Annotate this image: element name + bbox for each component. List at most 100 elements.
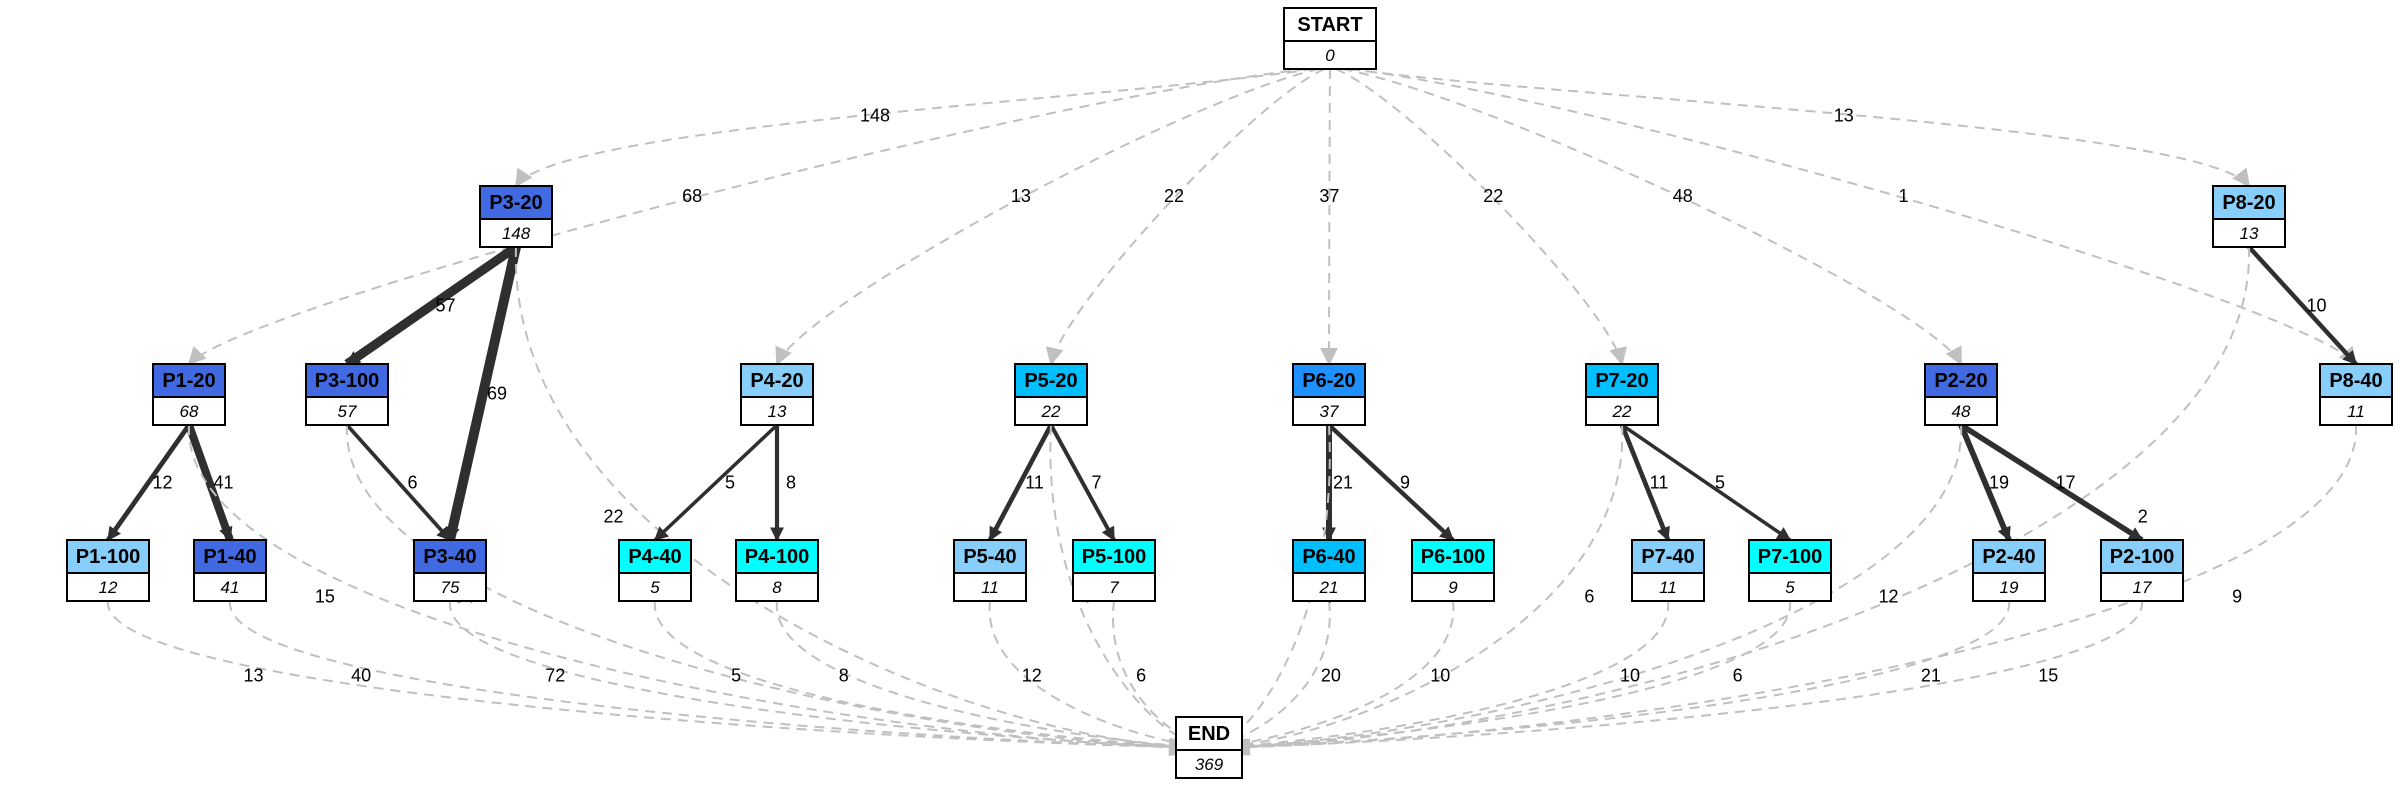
edge-label-p3-100-to-p3-40: 6 (407, 473, 417, 493)
edge-label-p8-20-to-end: 2 (2138, 506, 2148, 526)
node-body-p4-40 (618, 572, 692, 602)
node-name-p4-100: P4-100 (745, 546, 810, 568)
edge-label-p4-100-to-end: 8 (839, 666, 849, 686)
node-count-p7-40: 11 (1659, 578, 1677, 597)
edge-label-start-to-p6-20: 37 (1319, 186, 1339, 206)
node-body-p7-40 (1631, 572, 1705, 602)
edge-p6-20-to-p6-100 (1327, 423, 1455, 542)
edge-label-start-to-p4-20: 13 (1011, 186, 1031, 206)
edge-p2-20-to-end (1224, 424, 1963, 756)
node-body-p5-100 (1072, 572, 1156, 602)
node-body-p7-100 (1748, 572, 1832, 602)
node-body-p6-20 (1292, 396, 1366, 426)
edge-labels-layer: 1481368132237224815769221021241156545811… (152, 106, 2326, 686)
node-header-p5-40 (953, 539, 1027, 574)
edge-label-p7-100-to-end: 6 (1733, 666, 1743, 686)
edge-p2-20-to-p2-40 (1958, 423, 2012, 542)
edge-p2-40-to-end (1225, 600, 2011, 756)
node-count-p4-20: 13 (768, 402, 787, 421)
node-p5-40: P5-40 11 (953, 539, 1027, 602)
edge-start-to-p3-20 (514, 68, 1314, 188)
edge-label-start-to-p5-20: 22 (1164, 186, 1184, 206)
edge-p3-20-to-p3-100 (344, 243, 519, 368)
node-header-p1-40 (193, 539, 267, 574)
edge-label-p8-20-to-p8-40: 10 (2306, 296, 2326, 316)
edge-start-to-p7-20 (1335, 68, 1627, 366)
node-name-p6-100: P6-100 (1421, 546, 1486, 568)
node-body-p5-20 (1014, 396, 1088, 426)
node-count-p1-40: 41 (221, 578, 240, 597)
node-count-p5-100: 7 (1109, 578, 1119, 597)
edge-p7-20-to-p7-40 (1619, 424, 1671, 542)
node-body-p4-20 (740, 396, 814, 426)
node-header-p7-100 (1748, 539, 1832, 574)
node-start: START 0 (1283, 7, 1377, 70)
node-name-p5-40: P5-40 (963, 546, 1016, 568)
edge-start-to-p2-20 (1342, 68, 1962, 366)
node-count-start: 0 (1325, 46, 1335, 65)
edge-p1-20-to-p1-40 (185, 423, 234, 542)
node-end: END 369 (1175, 716, 1243, 779)
node-count-end: 369 (1195, 755, 1224, 774)
node-p4-100: P4-100 8 (735, 539, 819, 602)
edge-label-p7-20-to-p7-40: 11 (1650, 473, 1669, 493)
edge-label-start-to-p8-20: 13 (1834, 106, 1854, 126)
node-count-p6-40: 21 (1319, 578, 1339, 597)
edge-p4-20-to-p4-40 (653, 423, 779, 542)
node-count-p4-100: 8 (772, 578, 782, 597)
node-header-p8-20 (2212, 185, 2286, 220)
edge-label-p1-40-to-end: 40 (351, 666, 371, 686)
edge-label-start-to-p7-20: 22 (1483, 186, 1503, 206)
node-header-p7-20 (1585, 363, 1659, 398)
edge-p5-40-to-end (988, 600, 1205, 755)
edge-label-p7-40-to-end: 10 (1620, 666, 1640, 686)
edge-label-p2-20-to-p2-40: 19 (1989, 473, 2009, 493)
node-count-p5-40: 11 (981, 578, 999, 597)
edge-p4-40-to-end (653, 600, 1198, 756)
edge-label-p2-20-to-p2-100: 17 (2055, 473, 2075, 493)
edge-p1-100-to-end (106, 600, 1187, 757)
edge-p8-20-to-p8-40 (2247, 245, 2358, 366)
edge-p5-20-to-p5-100 (1049, 424, 1116, 542)
edge-p2-20-to-p2-100 (1959, 422, 2144, 543)
node-name-start: START (1297, 14, 1362, 36)
node-header-end (1175, 716, 1243, 751)
edge-label-p2-20-to-end: 12 (1879, 586, 1899, 606)
edge-label-p6-40-to-end: 20 (1321, 666, 1341, 686)
edge-p4-100-to-end (775, 600, 1201, 756)
edge-p7-40-to-end (1218, 600, 1670, 756)
node-name-p2-40: P2-40 (1982, 546, 2035, 568)
node-name-p3-20: P3-20 (489, 192, 542, 214)
edge-label-p5-100-to-end: 6 (1136, 666, 1146, 686)
node-name-p7-100: P7-100 (1758, 546, 1823, 568)
node-name-end: END (1188, 723, 1230, 745)
edge-p6-20-to-end (1211, 424, 1331, 753)
edge-p6-100-to-end (1214, 600, 1455, 755)
edge-start-to-p1-20 (187, 68, 1308, 366)
node-count-p8-40: 11 (2347, 402, 2365, 421)
node-name-p1-100: P1-100 (76, 546, 141, 568)
node-name-p3-100: P3-100 (315, 370, 380, 392)
edge-p8-20-to-end (1230, 246, 2251, 757)
node-body-p8-40 (2319, 396, 2393, 426)
nodes-layer: START0P3-20148P8-2013P1-2068P3-10057P4-2… (66, 7, 2393, 779)
edge-label-p5-20-to-p5-40: 11 (1025, 473, 1044, 493)
node-name-p6-20: P6-20 (1302, 370, 1355, 392)
node-name-p5-20: P5-20 (1024, 370, 1077, 392)
node-body-p3-20 (479, 218, 553, 248)
node-header-p4-100 (735, 539, 819, 574)
edges-layer (106, 68, 2358, 757)
edge-label-p5-40-to-end: 12 (1022, 666, 1042, 686)
node-count-p8-20: 13 (2240, 224, 2259, 243)
edge-label-p3-40-to-end: 72 (545, 666, 565, 686)
node-name-p1-20: P1-20 (162, 370, 215, 392)
node-body-p1-20 (152, 396, 226, 426)
